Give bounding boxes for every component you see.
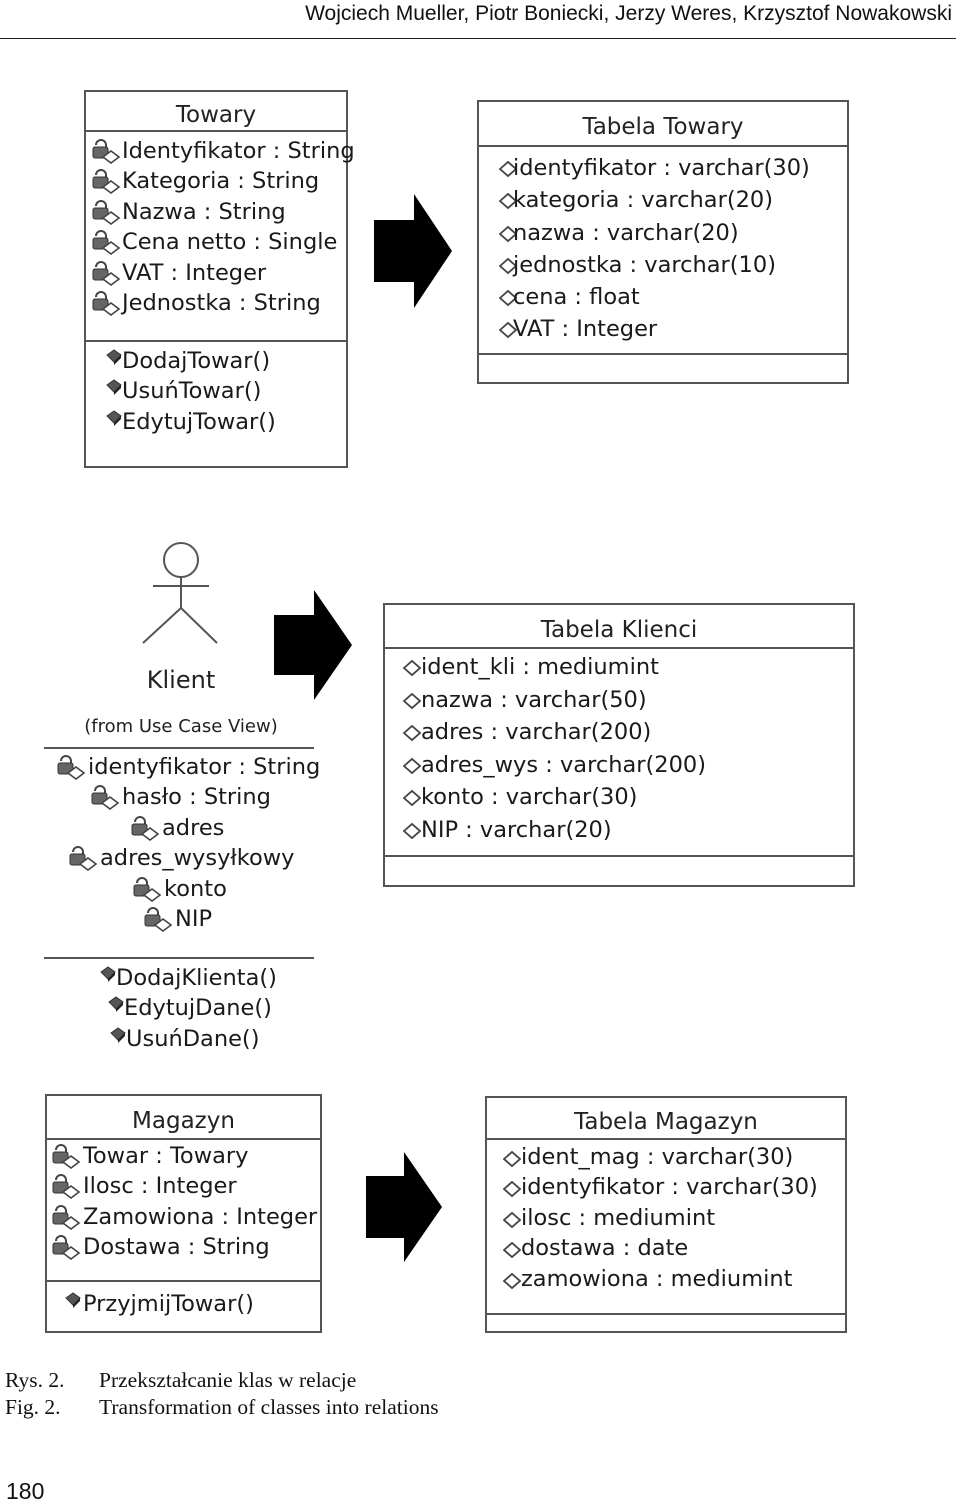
column-row: identyfikator : varchar(30) bbox=[487, 1172, 845, 1202]
column-row: ilosc : mediumint bbox=[487, 1203, 845, 1233]
operation-row: DodajKlienta() bbox=[0, 963, 340, 993]
klienci-table-columns: ident_kli : mediumint nazwa : varchar(50… bbox=[385, 649, 853, 857]
caption-rys-text: Przekształcanie klas w relacje bbox=[99, 1368, 357, 1392]
magazyn-attributes: Towar : Towary Ilosc : Integer Zamowiona… bbox=[47, 1140, 320, 1282]
attribute-row: Dostawa : String bbox=[47, 1232, 320, 1262]
magazyn-table-box: Tabela Magazyn ident_mag : varchar(30) i… bbox=[485, 1096, 847, 1333]
operation-row: UsuńDane() bbox=[0, 1024, 340, 1054]
towary-operations: DodajTowar() UsuńTowar() EdytujTowar() bbox=[86, 342, 346, 437]
column-row: identyfikator : varchar(30) bbox=[479, 152, 847, 184]
caption-fig-text: Transformation of classes into relations bbox=[99, 1395, 439, 1419]
column-row: jednostka : varchar(10) bbox=[479, 249, 847, 281]
page-number: 180 bbox=[6, 1478, 45, 1504]
caption-fig-label: Fig. 2. bbox=[5, 1395, 61, 1419]
column-row: NIP : varchar(20) bbox=[385, 814, 853, 847]
towary-class-title: Towary bbox=[86, 92, 346, 132]
attribute-row: identyfikator : String bbox=[0, 752, 340, 782]
towary-class-box: Towary Identyfikator : String Kategoria … bbox=[84, 90, 355, 468]
column-row: zamowiona : mediumint bbox=[487, 1264, 845, 1294]
actor-attributes: identyfikator : String hasło : String ad… bbox=[0, 752, 340, 934]
towary-table-box: Tabela Towary identyfikator : varchar(30… bbox=[477, 100, 849, 384]
towary-attributes: Identyfikator : String Kategoria : Strin… bbox=[86, 132, 355, 342]
column-row: konto : varchar(30) bbox=[385, 781, 853, 814]
operation-row: PrzyjmijTowar() bbox=[47, 1289, 320, 1319]
magazyn-class-title: Magazyn bbox=[47, 1096, 320, 1140]
klienci-table-box: Tabela Klienci ident_kli : mediumint naz… bbox=[383, 603, 855, 887]
actor-name: Klient bbox=[146, 666, 216, 694]
actor-figure-icon bbox=[142, 542, 218, 644]
attribute-row: VAT : Integer bbox=[86, 258, 346, 288]
magazyn-table-title: Tabela Magazyn bbox=[487, 1098, 845, 1140]
magazyn-table-columns: ident_mag : varchar(30) identyfikator : … bbox=[487, 1140, 845, 1315]
attribute-row: Zamowiona : Integer bbox=[47, 1202, 320, 1232]
attribute-row: Cena netto : Single bbox=[86, 227, 346, 257]
attribute-row: Kategoria : String bbox=[86, 166, 346, 196]
actor-note: (from Use Case View) bbox=[84, 716, 278, 737]
column-row: ident_kli : mediumint bbox=[385, 651, 853, 684]
operation-row: EdytujDane() bbox=[0, 993, 340, 1023]
column-row: nazwa : varchar(50) bbox=[385, 684, 853, 717]
attribute-row: Jednostka : String bbox=[86, 288, 346, 318]
transform-arrow-icon bbox=[374, 194, 452, 308]
magazyn-operations: PrzyjmijTowar() bbox=[47, 1282, 320, 1319]
header-authors: Wojciech Mueller, Piotr Boniecki, Jerzy … bbox=[305, 2, 952, 25]
attribute-row: Ilosc : Integer bbox=[47, 1171, 320, 1201]
attribute-row: hasło : String bbox=[0, 782, 340, 812]
magazyn-class-box: Magazyn Towar : Towary Ilosc : Integer Z… bbox=[45, 1094, 322, 1333]
attribute-row: NIP bbox=[0, 904, 340, 934]
column-row: adres : varchar(200) bbox=[385, 716, 853, 749]
operation-row: EdytujTowar() bbox=[86, 407, 346, 437]
column-row: nazwa : varchar(20) bbox=[479, 217, 847, 249]
operation-row: DodajTowar() bbox=[86, 346, 346, 376]
actor-divider bbox=[44, 957, 314, 959]
running-header: Wojciech Mueller, Piotr Boniecki, Jerzy … bbox=[0, 0, 956, 39]
attribute-row: adres_wysyłkowy bbox=[0, 843, 340, 873]
attribute-row: konto bbox=[0, 874, 340, 904]
klienci-table-title: Tabela Klienci bbox=[385, 605, 853, 649]
towary-table-columns: identyfikator : varchar(30) kategoria : … bbox=[479, 147, 847, 355]
caption-rys-label: Rys. 2. bbox=[5, 1368, 65, 1392]
column-row: adres_wys : varchar(200) bbox=[385, 749, 853, 782]
transform-arrow-icon bbox=[274, 590, 352, 700]
operation-row: UsuńTowar() bbox=[86, 376, 346, 406]
attribute-row: Identyfikator : String bbox=[86, 136, 355, 166]
attribute-row: adres bbox=[0, 813, 340, 843]
column-row: cena : float bbox=[479, 281, 847, 313]
attribute-row: Nazwa : String bbox=[86, 197, 346, 227]
actor-divider bbox=[44, 747, 314, 749]
actor-operations: DodajKlienta() EdytujDane() UsuńDane() bbox=[0, 963, 340, 1054]
column-row: kategoria : varchar(20) bbox=[479, 184, 847, 216]
towary-table-title: Tabela Towary bbox=[479, 102, 847, 147]
attribute-row: Towar : Towary bbox=[47, 1141, 320, 1171]
column-row: dostawa : date bbox=[487, 1233, 845, 1263]
transform-arrow-icon bbox=[366, 1152, 442, 1262]
column-row: VAT : Integer bbox=[479, 313, 847, 345]
column-row: ident_mag : varchar(30) bbox=[487, 1142, 845, 1172]
